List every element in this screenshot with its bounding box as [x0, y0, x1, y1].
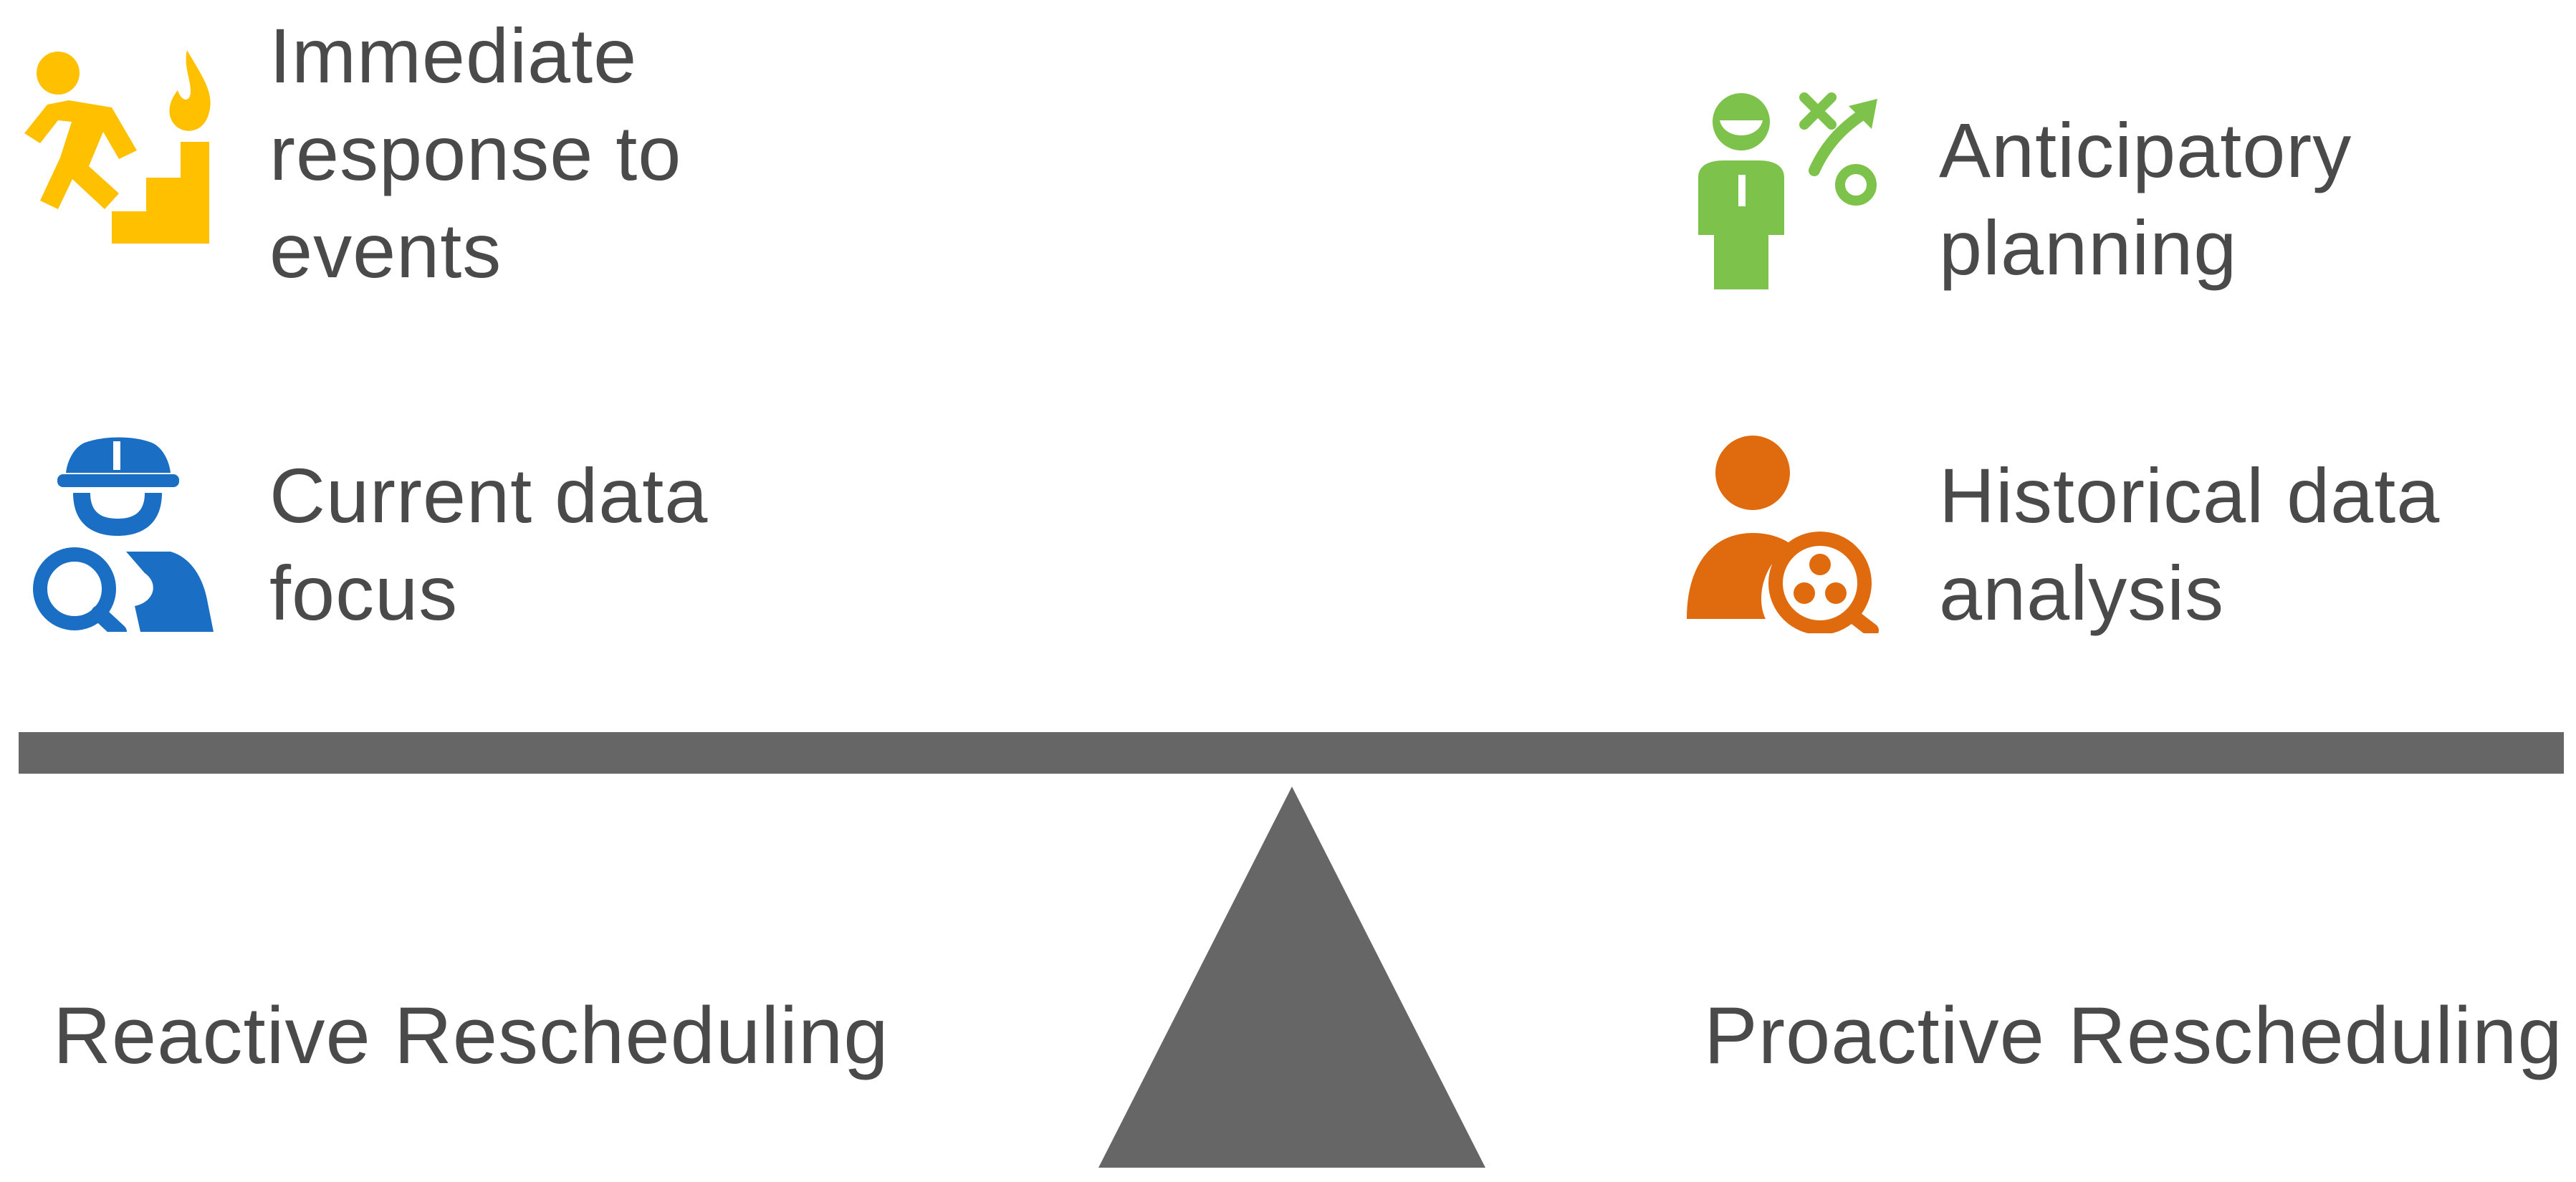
seesaw-fulcrum: [1098, 787, 1485, 1168]
running-on-stairs-with-fire-icon: [19, 43, 212, 244]
label-proactive-rescheduling: Proactive Rescheduling: [1704, 991, 2563, 1080]
detective-with-magnifier-icon: [19, 437, 214, 632]
feature-current-data-focus: Current data focus: [269, 452, 709, 636]
seesaw-beam: [19, 732, 2564, 774]
label-reactive-rescheduling: Reactive Rescheduling: [53, 991, 889, 1080]
feature-historical-data-analysis: Historical data analysis: [1939, 452, 2441, 636]
strategist-planning-icon: [1684, 92, 1882, 289]
person-data-analysis-icon: [1684, 436, 1882, 633]
feature-immediate-response: Immediate response to events: [269, 12, 682, 294]
feature-anticipatory-planning: Anticipatory planning: [1939, 107, 2352, 291]
